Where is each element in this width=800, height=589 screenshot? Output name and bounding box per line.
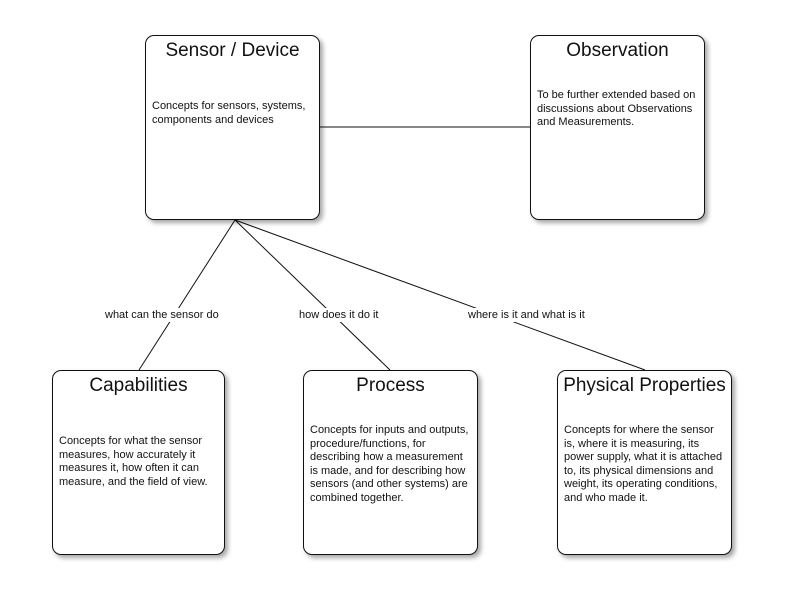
node-title: Sensor / Device [165, 40, 300, 61]
node-description: Concepts for inputs and outputs, procedu… [310, 424, 469, 504]
node-title: Capabilities [89, 375, 188, 396]
edge-label-capabilities: what can the sensor do [102, 308, 222, 322]
node-physical-properties: Physical Properties Concepts for where t… [557, 370, 732, 555]
edge-sensor-process [234, 219, 391, 371]
node-title: Observation [566, 40, 669, 61]
node-description: Concepts for where the sensor is, where … [564, 424, 723, 504]
edge-sensor-physical-properties [234, 219, 646, 371]
edge-sensor-capabilities [138, 219, 236, 371]
node-capabilities: Capabilities Concepts for what the senso… [52, 370, 225, 555]
node-sensor-device: Sensor / Device Concepts for sensors, sy… [145, 35, 320, 220]
node-observation: Observation To be further extended based… [530, 35, 705, 220]
edge-label-process: how does it do it [296, 308, 382, 322]
node-description: To be further extended based on discussi… [537, 89, 696, 128]
node-description: Concepts for what the sensor measures, h… [59, 435, 208, 488]
edge-label-physical-properties: where is it and what is it [465, 308, 588, 322]
node-process: Process Concepts for inputs and outputs,… [303, 370, 478, 555]
node-title: Process [356, 375, 425, 396]
node-title: Physical Properties [563, 375, 726, 396]
node-description: Concepts for sensors, systems, component… [152, 100, 306, 126]
